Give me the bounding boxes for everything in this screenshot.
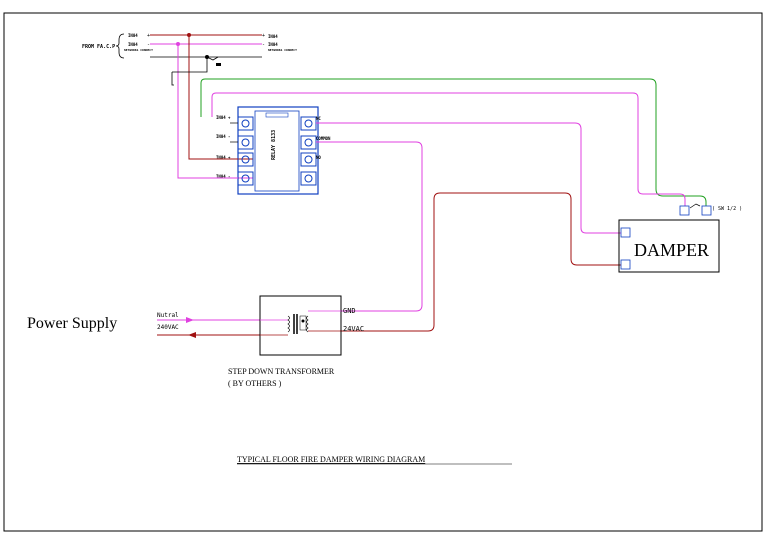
facp-row-2: IN04 xyxy=(128,42,138,47)
page-frame xyxy=(3,12,763,532)
transformer-caption-1: STEP DOWN TRANSFORMER xyxy=(228,367,335,376)
facp-row-3: NETWORK1 CONNECT xyxy=(124,48,153,52)
transformer: GND 24VAC STEP DOWN TRANSFORMER ( BY OTH… xyxy=(228,295,364,388)
facp-row-right-2: IN04 xyxy=(268,42,278,47)
svg-text:-: - xyxy=(147,42,150,48)
switch-icon xyxy=(689,203,701,209)
svg-text:-: - xyxy=(262,42,265,48)
transformer-24vac: 24VAC xyxy=(343,325,364,333)
facp-row-right-1: IN04 xyxy=(268,34,278,39)
damper-label: DAMPER xyxy=(634,240,709,260)
power-supply-label: Power Supply xyxy=(27,315,117,332)
relay-right-common: COMMON xyxy=(316,136,331,141)
relay-left-terminals xyxy=(237,116,254,186)
facp-brace xyxy=(115,33,125,59)
transformer-gnd: GND xyxy=(343,307,356,315)
relay-right-no: NO xyxy=(316,155,321,160)
facp-panel: FROM FA.C.P IN04 IN04 NETWORK1 CONNECT N… xyxy=(82,33,297,179)
relay-right-nc: NC xyxy=(316,116,321,121)
relay-left-2: IN04 - xyxy=(216,134,230,139)
relay-left-3: IN04 + xyxy=(216,155,231,160)
relay-title: RELAY 8133 xyxy=(271,130,277,160)
relay-left-1: IN04 + xyxy=(216,115,231,120)
neutral-label: Nutral xyxy=(157,312,179,319)
damper-box xyxy=(618,219,720,273)
damper-switch-label: ( SW 1/2 ) xyxy=(712,206,742,212)
hot-label: 240VAC xyxy=(157,324,179,331)
facp-row-4: NETWORK1 CONNECT xyxy=(268,48,297,52)
relay-module: RELAY 8133 IN04 + IN04 - IN04 + IN04 - xyxy=(216,106,331,195)
relay-right-terminals xyxy=(300,116,317,186)
wires xyxy=(178,78,707,332)
facp-label: FROM FA.C.P xyxy=(82,44,115,50)
transformer-coil-icon xyxy=(287,314,309,334)
arrow-left-icon xyxy=(188,332,196,338)
svg-text:+: + xyxy=(147,33,150,39)
transformer-box xyxy=(259,295,342,356)
svg-text:+: + xyxy=(262,33,265,39)
transformer-caption-2: ( BY OTHERS ) xyxy=(228,379,282,388)
relay-left-4: IN04 - xyxy=(216,174,230,179)
relay-body xyxy=(237,106,319,195)
power-supply: Power Supply Nutral 240VAC xyxy=(27,312,260,338)
eol-resistor-icon xyxy=(216,63,221,66)
facp-row-1: IN04 xyxy=(128,33,138,38)
diagram-title: TYPICAL FLOOR FIRE DAMPER WIRING DIAGRAM xyxy=(237,455,425,464)
damper-unit: DAMPER ( SW 1/2 ) xyxy=(618,203,742,273)
arrow-right-icon xyxy=(186,317,194,323)
